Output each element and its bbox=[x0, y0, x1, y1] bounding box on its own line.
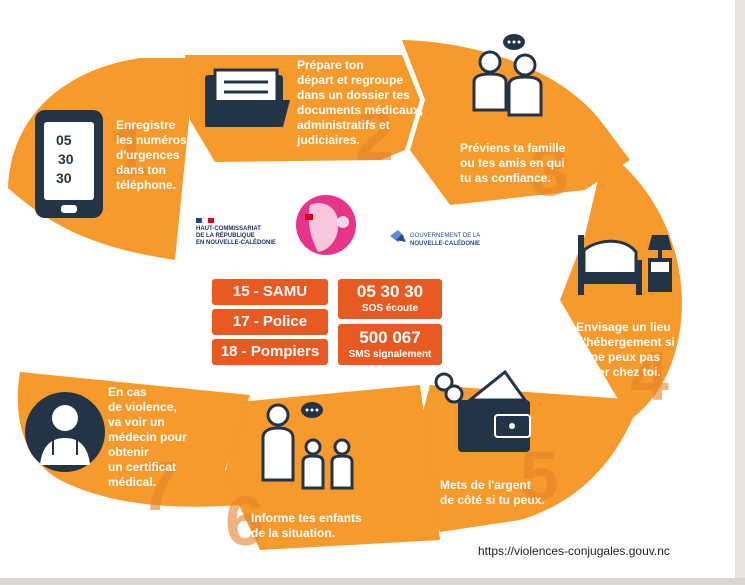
svg-text:30: 30 bbox=[58, 151, 74, 167]
wallet-money-icon bbox=[434, 369, 531, 452]
logo-line: HAUT-COMMISSARIAT bbox=[196, 226, 261, 232]
logo-line: DE LA RÉPUBLIQUE bbox=[196, 233, 255, 239]
text-line: tu as confiance. bbox=[460, 171, 551, 185]
parent-children-icon bbox=[261, 402, 354, 490]
text-line: de côté si tu peux. bbox=[440, 493, 545, 507]
text-line: documents médicaux, bbox=[297, 103, 424, 117]
campaign-logo bbox=[296, 195, 356, 255]
folder-icon bbox=[205, 68, 290, 127]
step-2-number: 2 bbox=[355, 97, 394, 175]
helpline-label: SOS écoute bbox=[361, 303, 419, 314]
step-4-text: Envisage un lieu d'hébergement si tu ne … bbox=[576, 320, 686, 380]
step-3-number: 3 bbox=[530, 132, 569, 210]
helpline-sos-ecoute: 05 30 30 SOS écoute bbox=[338, 279, 442, 319]
step-6-number: 6 bbox=[225, 482, 264, 560]
text-line: tu ne peux pas bbox=[576, 350, 661, 364]
helpline-sms: 500 067 SMS signalement bbox=[338, 324, 442, 365]
helpline-number: 500 067 bbox=[359, 328, 421, 347]
step-4-band bbox=[560, 150, 682, 420]
emergency-police: 17 - Police bbox=[212, 309, 328, 335]
text-line: Enregistre bbox=[116, 118, 176, 132]
step-2-text: Prépare ton départ et regroupe dans un d… bbox=[297, 58, 427, 148]
text-line: Mets de l'argent bbox=[440, 478, 531, 492]
hautcommissariat-logo-text: HAUT-COMMISSARIAT DE LA RÉPUBLIQUE EN NO… bbox=[196, 226, 276, 247]
text-line: En cas bbox=[108, 385, 147, 399]
doctor-icon bbox=[25, 392, 105, 472]
logo-line: EN NOUVELLE-CALÉDONIE bbox=[196, 240, 277, 246]
text-line: ou tes amis en qui bbox=[460, 156, 565, 170]
bed-icon bbox=[578, 235, 672, 295]
logo-line: GOUVERNEMENT DE LA bbox=[410, 233, 481, 239]
text-line: dans ton bbox=[116, 163, 166, 177]
text-line: départ et regroupe bbox=[297, 73, 404, 87]
text-line: d'urgences bbox=[116, 148, 180, 162]
gouvernement-logo-text: GOUVERNEMENT DE LA NOUVELLE-CALÉDONIE bbox=[410, 232, 480, 248]
svg-text:30: 30 bbox=[56, 170, 72, 186]
text-line: de la situation. bbox=[251, 526, 336, 540]
step-6-text: Informe tes enfants de la situation. bbox=[251, 511, 381, 541]
step-1-text: Enregistre les numéros d'urgences dans t… bbox=[116, 118, 206, 193]
text-line: Préviens ta famille bbox=[460, 141, 566, 155]
text-line: téléphone. bbox=[116, 178, 177, 192]
step-4-number: 4 bbox=[630, 337, 669, 415]
text-line: administratifs et bbox=[297, 118, 390, 132]
hautcommissariat-logo bbox=[196, 217, 214, 224]
text-line: d'hébergement si bbox=[576, 335, 675, 349]
gouvernement-logo bbox=[390, 230, 406, 242]
text-line: médical. bbox=[108, 475, 157, 489]
text-line: un certificat bbox=[108, 460, 177, 474]
people-talking-icon bbox=[472, 34, 543, 117]
text-line: de violence, bbox=[108, 400, 177, 414]
step-5-text: Mets de l'argent de côté si tu peux. bbox=[440, 478, 560, 508]
emergency-samu: 15 - SAMU bbox=[212, 279, 328, 305]
text-line: dans un dossier tes bbox=[297, 88, 410, 102]
phone-icon: 05 30 30 bbox=[35, 110, 103, 218]
text-line: médecin pour bbox=[108, 430, 187, 444]
text-line: judiciaires. bbox=[297, 133, 360, 147]
page-edge-bottom bbox=[0, 578, 745, 585]
svg-text:05: 05 bbox=[56, 132, 72, 148]
text-line: Envisage un lieu bbox=[576, 320, 671, 334]
text-line: les numéros bbox=[116, 133, 187, 147]
step-3-text: Préviens ta famille ou tes amis en qui t… bbox=[460, 141, 590, 186]
helpline-label: SMS signalement bbox=[348, 349, 432, 360]
helpline-number: 05 30 30 bbox=[356, 282, 424, 301]
logo-line: NOUVELLE-CALÉDONIE bbox=[410, 241, 481, 247]
page-edge bbox=[735, 0, 745, 585]
text-line: va voir un bbox=[108, 415, 165, 429]
step-3-band bbox=[402, 40, 630, 205]
text-line: Prépare ton bbox=[297, 58, 364, 72]
text-line: rester chez toi. bbox=[576, 365, 661, 379]
website-url[interactable]: https://violences-conjugales.gouv.nc bbox=[478, 544, 670, 558]
step-7-number: 7 bbox=[140, 447, 179, 525]
text-line: obtenir bbox=[108, 445, 149, 459]
emergency-pompiers: 18 - Pompiers bbox=[212, 339, 328, 365]
text-line: Informe tes enfants bbox=[251, 511, 362, 525]
step-7-text: En cas de violence, va voir un médecin p… bbox=[108, 385, 208, 490]
step-1-number: 1 bbox=[110, 112, 149, 190]
